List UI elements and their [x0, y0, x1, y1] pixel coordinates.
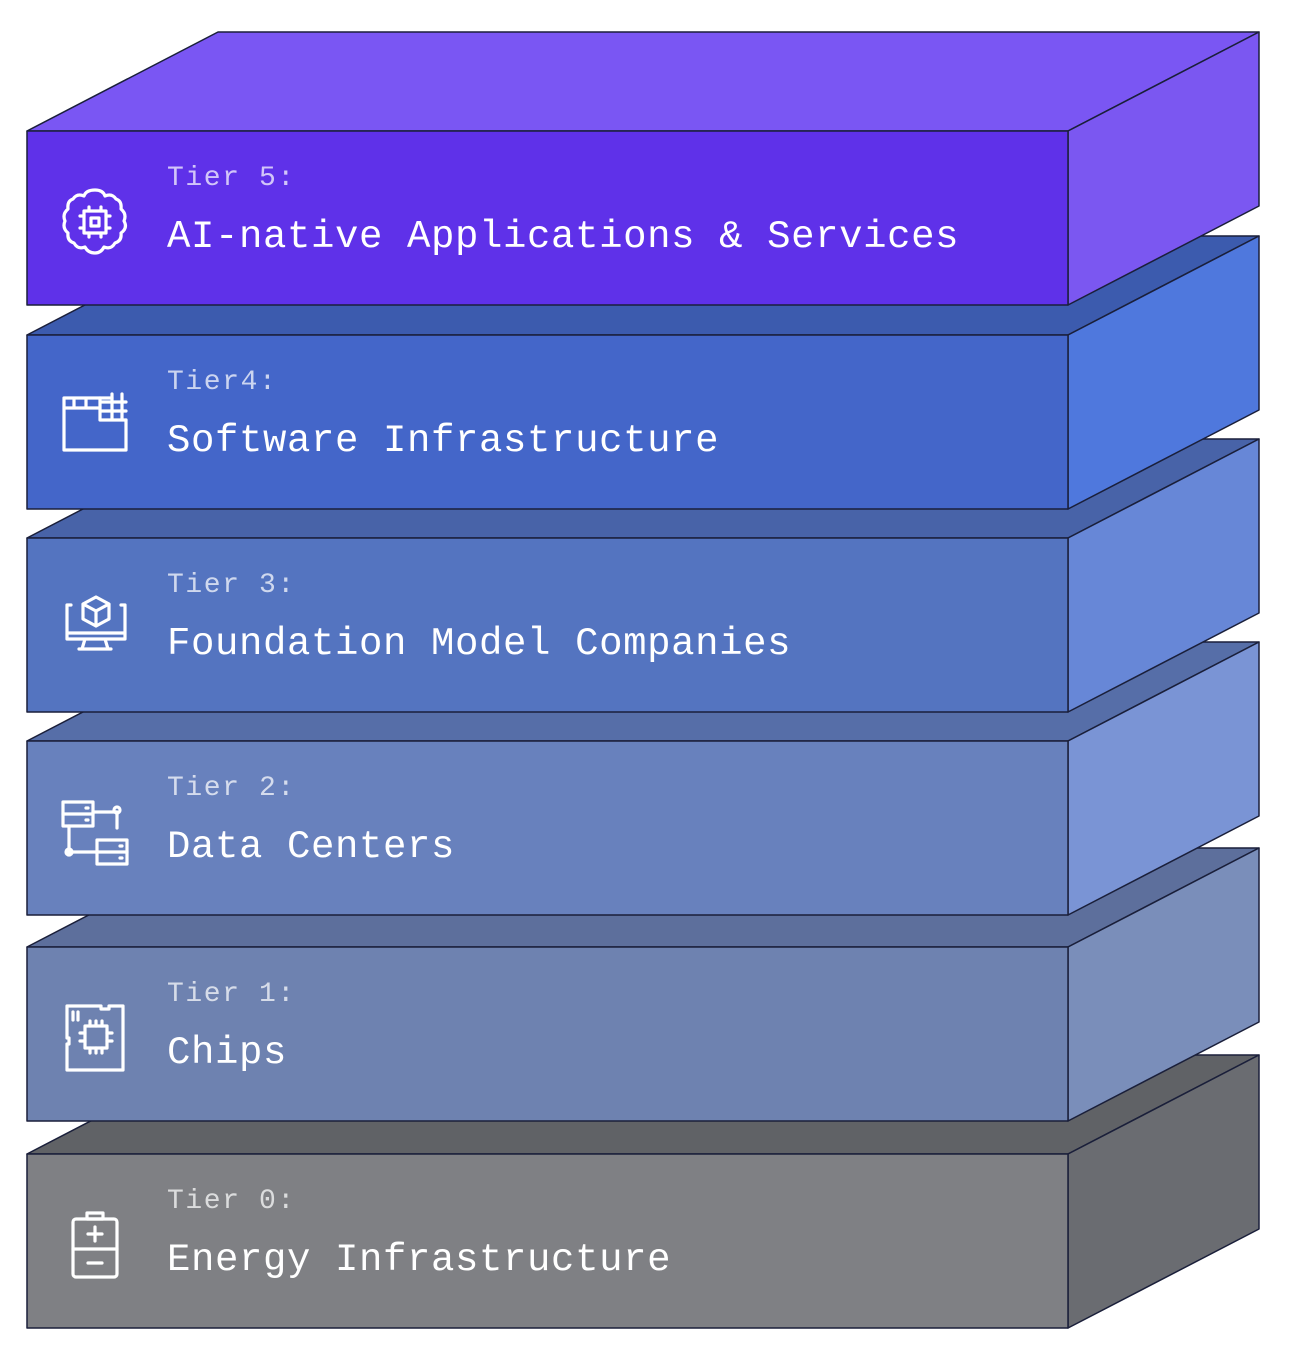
tier-title: AI-native Applications & Services — [167, 215, 960, 259]
tier-title: Software Infrastructure — [167, 419, 720, 463]
tier-label: Tier 3: — [167, 570, 296, 601]
slab-front-face — [26, 740, 1069, 916]
tier-4-slab: Tier4: Software Infrastructure — [27, 335, 1068, 509]
tier-label: Tier 0: — [167, 1186, 296, 1217]
slab-front-face — [26, 946, 1069, 1122]
tier-label: Tier4: — [167, 367, 278, 398]
slab-front-face — [26, 130, 1069, 306]
tier-3-slab: Tier 3: Foundation Model Companies — [27, 538, 1068, 712]
tier-label: Tier 5: — [167, 163, 296, 194]
tier-2-slab: Tier 2: Data Centers — [27, 741, 1068, 915]
server-network-icon — [61, 800, 129, 866]
tier-1-slab: Tier 1: Chips — [27, 947, 1068, 1121]
slab-front-face — [26, 1153, 1069, 1329]
monitor-cube-icon — [65, 595, 127, 651]
tier-title: Energy Infrastructure — [167, 1238, 672, 1282]
tier-5-slab: Tier 5: AI-native Applications & Service… — [27, 131, 1068, 305]
slab-front-face — [26, 334, 1069, 510]
tier-title: Data Centers — [167, 825, 456, 869]
software-window-grid-icon — [62, 392, 128, 452]
tier-label: Tier 1: — [167, 979, 296, 1010]
battery-icon — [71, 1211, 119, 1279]
slab-front-face — [26, 537, 1069, 713]
tier-label: Tier 2: — [167, 773, 296, 804]
ai-brain-chip-icon — [62, 188, 128, 255]
tier-0-slab: Tier 0: Energy Infrastructure — [27, 1154, 1068, 1328]
slab-top-face — [26, 31, 1260, 132]
tier-title: Foundation Model Companies — [167, 622, 792, 666]
chip-board-icon — [65, 1004, 125, 1072]
tier-title: Chips — [167, 1031, 288, 1075]
